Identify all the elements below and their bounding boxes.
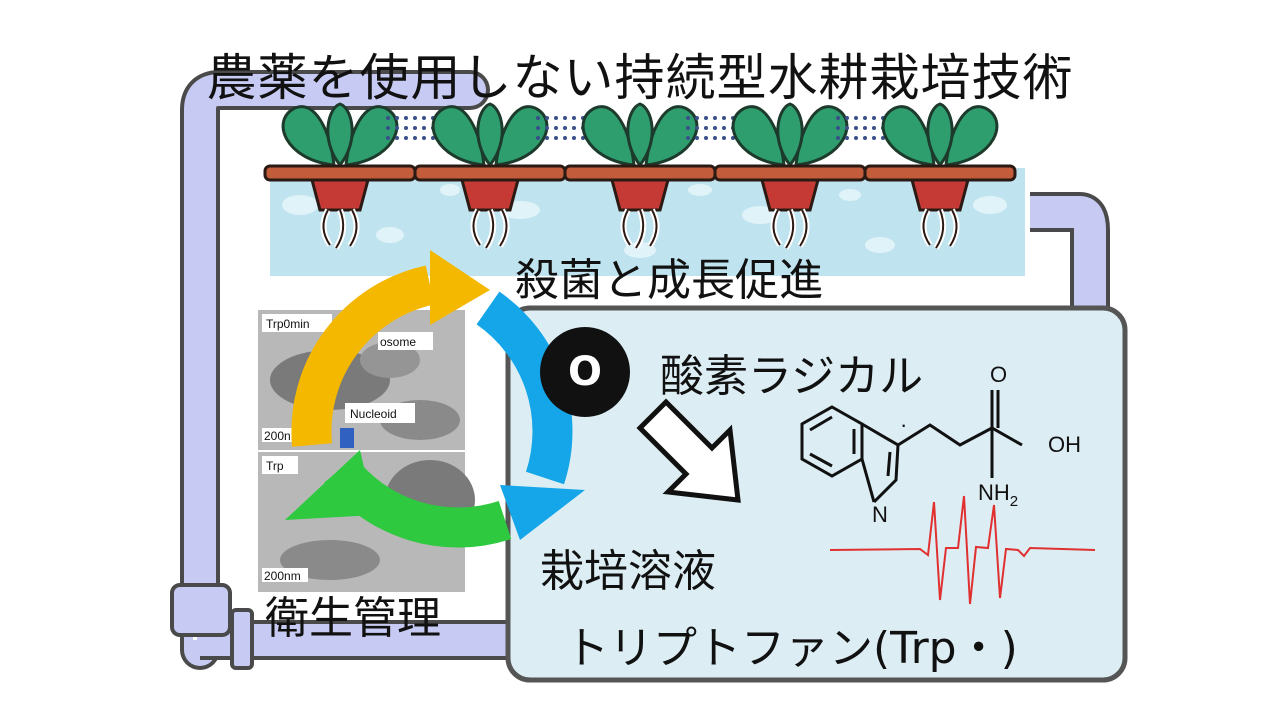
- water-bubbles: [282, 184, 1007, 258]
- radical-dot: ·: [900, 412, 907, 437]
- scale-bar-bottom: 200nm: [264, 569, 301, 583]
- culture-solution-label: 栽培溶液: [540, 546, 716, 597]
- reaction-arrow-icon: [636, 398, 741, 503]
- oxygen-badge: O: [540, 327, 630, 417]
- tryptophan-label: トリプトファン(Trp・): [565, 623, 1018, 674]
- plant-2: [413, 102, 567, 250]
- hydroxyl-label: OH: [1048, 432, 1081, 457]
- hygiene-label: 衛生管理: [265, 593, 441, 644]
- page-title: 農薬を使用しない持続型水耕栽培技術: [206, 49, 1074, 107]
- plant-3: [563, 102, 717, 250]
- nucleoid-label: Nucleoid: [350, 407, 397, 421]
- plant-row: [263, 102, 1017, 250]
- pipe-frame: [170, 70, 1110, 670]
- yellow-arrow-head: [430, 250, 490, 325]
- amine-label: NH2: [978, 480, 1018, 510]
- oxygen-radical-label: 酸素ラジカル: [660, 351, 924, 402]
- plant-5: [863, 102, 1017, 250]
- sterilization-label: 殺菌と成長促進: [515, 255, 823, 306]
- blue-arrow-head: [500, 485, 585, 540]
- micrograph-top-label: Trp0min: [266, 317, 310, 331]
- esr-spectrum: [829, 495, 1096, 605]
- micrograph-top: Trp0min osome Nucleoid 200nm: [258, 310, 465, 450]
- green-arrow-head: [285, 450, 375, 520]
- indole-n-label: N: [872, 502, 888, 527]
- carbonyl-o-label: O: [990, 362, 1007, 387]
- plant-1: [263, 102, 417, 250]
- ribosome-label: osome: [380, 335, 416, 349]
- drip-line-3: [686, 116, 735, 140]
- micrograph-bottom-label: Trp: [266, 459, 284, 473]
- tryptophan-structure: [800, 390, 1023, 504]
